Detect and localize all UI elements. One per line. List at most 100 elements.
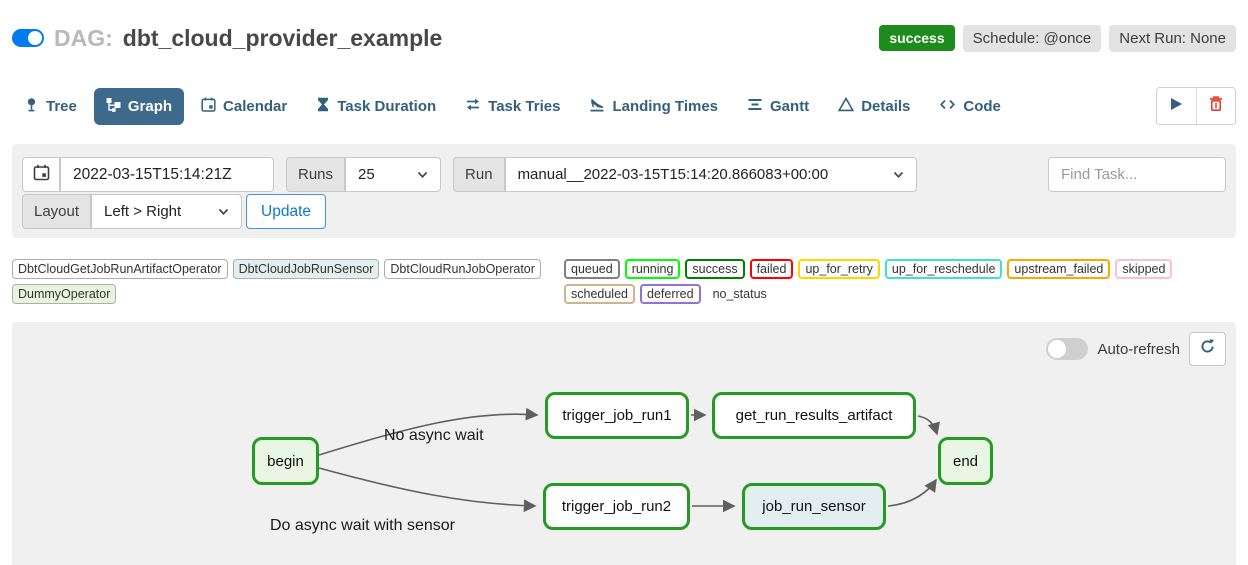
- chevron-down-icon: [893, 166, 904, 183]
- run-label: Run: [453, 157, 505, 192]
- header-badges: success Schedule: @once Next Run: None: [879, 24, 1236, 52]
- dag-pause-toggle[interactable]: [12, 29, 44, 47]
- dag-prefix-label: DAG:: [54, 24, 113, 51]
- code-icon: [939, 97, 956, 116]
- tab-task-duration[interactable]: Task Duration: [304, 88, 448, 125]
- tab-graph[interactable]: Graph: [93, 87, 185, 125]
- tab-code[interactable]: Code: [927, 88, 1013, 125]
- graph-icon: [106, 97, 121, 116]
- run-select[interactable]: manual__2022-03-15T15:14:20.866083+00:00: [504, 157, 917, 192]
- task-node-begin[interactable]: begin: [252, 437, 319, 485]
- status-legend-badge[interactable]: scheduled: [564, 284, 635, 304]
- filter-panel: Runs 25 Run manual__2022-03-15T15:14:20.…: [12, 144, 1236, 238]
- tab-label: Task Tries: [488, 97, 561, 115]
- tab-label: Graph: [127, 97, 173, 115]
- edge-artifact-end: [917, 415, 940, 436]
- status-legend-badge[interactable]: queued: [564, 259, 620, 279]
- tab-tree[interactable]: Tree: [12, 88, 89, 125]
- hourglass-icon: [316, 97, 330, 116]
- operator-badge[interactable]: DummyOperator: [12, 284, 117, 304]
- edge-sensor-end: [887, 478, 937, 507]
- tab-label: Gantt: [770, 97, 810, 115]
- page-title: dbt_cloud_provider_example: [122, 24, 443, 51]
- execution-date-group: [22, 157, 274, 192]
- tab-label: Calendar: [223, 97, 288, 115]
- auto-refresh-label: Auto-refresh: [1097, 340, 1180, 358]
- status-legend-badge[interactable]: up_for_reschedule: [884, 259, 1003, 279]
- next-run-badge: Next Run: None: [1109, 24, 1236, 52]
- task-node-trigger-job-run2[interactable]: trigger_job_run2: [543, 483, 690, 530]
- chevron-down-icon: [218, 203, 229, 220]
- task-node-trigger-job-run1[interactable]: trigger_job_run1: [545, 392, 689, 439]
- layout-select[interactable]: Left > Right: [91, 194, 243, 229]
- trigger-dag-button[interactable]: [1157, 88, 1196, 124]
- status-legend-badge[interactable]: failed: [749, 259, 794, 279]
- refresh-button[interactable]: [1189, 332, 1226, 366]
- edge-label: No async wait: [384, 427, 484, 444]
- edge-label: Do async wait with sensor: [270, 517, 455, 534]
- layout-group: Layout Left > Right: [22, 194, 243, 229]
- tab-gantt[interactable]: Gantt: [735, 88, 821, 125]
- edge-begin-trigger2: [318, 467, 537, 513]
- execution-date-input[interactable]: [60, 157, 274, 192]
- trash-icon: [1208, 95, 1224, 117]
- runs-group: Runs 25: [286, 157, 442, 192]
- status-legend-badge[interactable]: running: [624, 259, 681, 279]
- auto-refresh-toggle[interactable]: [1046, 338, 1089, 360]
- status-legend-badge[interactable]: success: [685, 259, 745, 279]
- tab-label: Task Duration: [337, 97, 437, 115]
- filter-row-2: Layout Left > Right Update: [22, 194, 1226, 229]
- status-legend: queued running success failed up_for_ret…: [564, 259, 1236, 304]
- legend: DbtCloudGetJobRunArtifactOperator DbtClo…: [12, 259, 1236, 304]
- edge-begin-trigger1: [318, 407, 539, 456]
- dag-title-wrap: DAG: dbt_cloud_provider_example: [12, 25, 442, 52]
- operator-badge[interactable]: DbtCloudGetJobRunArtifactOperator: [12, 259, 228, 279]
- tab-calendar[interactable]: Calendar: [189, 88, 299, 125]
- find-task-input[interactable]: [1048, 157, 1226, 192]
- chevron-down-icon: [417, 166, 428, 183]
- schedule-badge: Schedule: @once: [962, 24, 1102, 52]
- layout-label: Layout: [22, 194, 92, 229]
- toggle-knob: [1048, 340, 1067, 358]
- pin-icon: [24, 97, 39, 116]
- date-picker-button[interactable]: [22, 157, 60, 192]
- tab-label: Landing Times: [612, 97, 719, 115]
- runs-label: Runs: [286, 157, 346, 192]
- tab-details[interactable]: Details: [826, 88, 922, 125]
- status-legend-badge[interactable]: deferred: [640, 284, 701, 304]
- dag-action-buttons: [1156, 87, 1236, 125]
- tabs-row: Tree Graph Calendar Task Duration Task T…: [0, 84, 1248, 128]
- triangle-icon: [838, 96, 855, 116]
- delete-dag-button[interactable]: [1196, 88, 1235, 124]
- tab-landing-times[interactable]: Landing Times: [577, 88, 730, 125]
- tab-label: Details: [861, 97, 911, 115]
- task-node-job-run-sensor[interactable]: job_run_sensor: [742, 483, 886, 530]
- repeat-icon: [465, 97, 481, 116]
- status-legend-badge[interactable]: upstream_failed: [1007, 259, 1111, 279]
- task-node-end[interactable]: end: [938, 437, 993, 485]
- operator-badge[interactable]: DbtCloudRunJobOperator: [384, 259, 541, 279]
- operator-badge[interactable]: DbtCloudJobRunSensor: [232, 259, 380, 279]
- calendar-icon: [33, 164, 50, 186]
- refresh-icon: [1199, 338, 1216, 360]
- tab-label: Tree: [46, 97, 77, 115]
- dag-graph-panel: Auto-refresh No async wait Do async wait…: [12, 322, 1236, 565]
- gantt-icon: [747, 97, 763, 116]
- operator-legend: DbtCloudGetJobRunArtifactOperator DbtClo…: [12, 259, 556, 304]
- plane-landing-icon: [589, 97, 605, 116]
- task-node-get-run-results-artifact[interactable]: get_run_results_artifact: [712, 392, 916, 439]
- runs-select[interactable]: 25: [345, 157, 442, 192]
- refresh-controls: Auto-refresh: [1046, 332, 1226, 366]
- calendar-icon: [201, 97, 216, 116]
- status-badge: success: [879, 25, 955, 51]
- status-legend-badge[interactable]: skipped: [1115, 259, 1173, 279]
- layout-selected-value: Left > Right: [104, 203, 182, 220]
- status-legend-badge[interactable]: up_for_retry: [798, 259, 880, 279]
- update-button[interactable]: Update: [246, 194, 327, 229]
- status-legend-badge[interactable]: no_status: [712, 287, 767, 301]
- tab-task-tries[interactable]: Task Tries: [453, 88, 572, 125]
- run-group: Run manual__2022-03-15T15:14:20.866083+0…: [453, 157, 917, 192]
- run-selected-value: manual__2022-03-15T15:14:20.866083+00:00: [517, 166, 829, 183]
- dag-edges: [318, 407, 940, 513]
- view-tabs: Tree Graph Calendar Task Duration Task T…: [12, 87, 1013, 125]
